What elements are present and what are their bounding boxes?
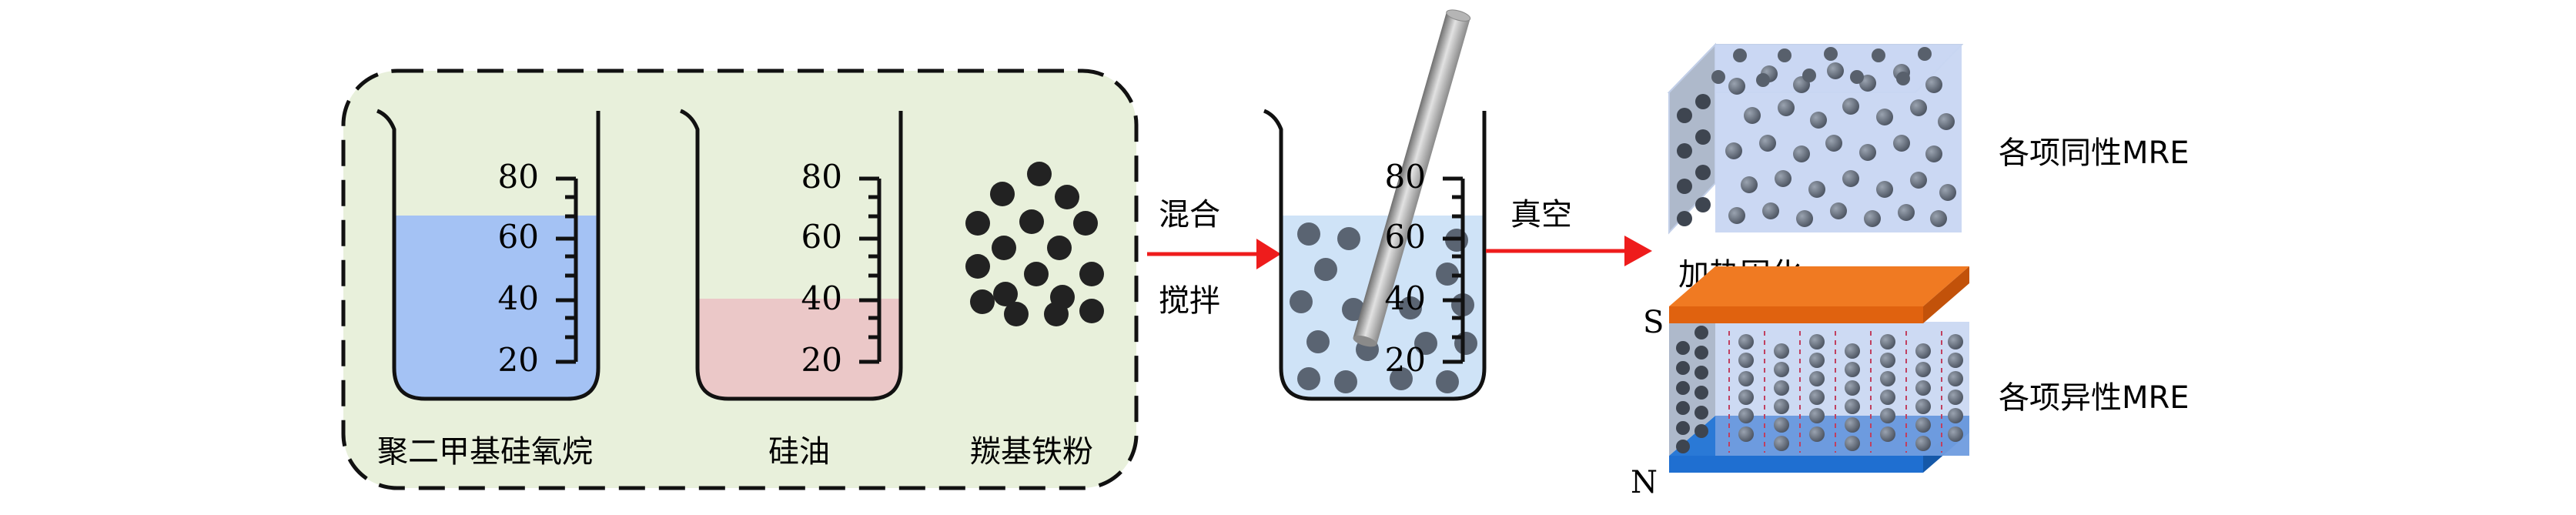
stirring-rod: [1353, 9, 1471, 347]
anisotropic-label: 各项异性MRE: [1999, 380, 2190, 416]
magnet-n-front: [1669, 456, 1923, 473]
beaker-silicone-oil-tick-20: 20: [801, 341, 842, 379]
anisotropic-mre-block: S N 各项异性MRE: [1631, 266, 2190, 500]
mixing-beaker-tick-40: 40: [1385, 279, 1426, 317]
beaker-pdms-outline: [376, 109, 601, 401]
magnet-n-label: N: [1631, 465, 1658, 500]
beaker-pdms-tick-40: 40: [498, 279, 539, 317]
mixing-beaker-tick-20: 20: [1385, 341, 1426, 379]
mixing-label-top: 混合: [1159, 197, 1220, 232]
beaker-silicone-oil-liquid: [698, 299, 901, 399]
beaker-silicone-oil-outline: [679, 109, 903, 401]
magnet-s-label: S: [1643, 305, 1664, 340]
beaker-pdms-tick-80: 80: [498, 158, 539, 196]
beaker-silicone-oil-label: 硅油: [768, 434, 830, 470]
beaker-silicone-oil-tick-80: 80: [801, 158, 842, 196]
mixing-beaker-tick-60: 60: [1385, 218, 1426, 256]
magnet-s-top: [1669, 266, 1969, 306]
magnet-s-front: [1669, 306, 1923, 323]
curing-label-top: 真空: [1510, 197, 1572, 232]
mixing-arrowhead: [1256, 239, 1281, 269]
curing-arrowhead: [1624, 236, 1652, 266]
magnetic-field-lines: [1728, 331, 1942, 453]
magnet-s-side: [1923, 266, 1969, 323]
mixing-beaker-tick-80: 80: [1385, 158, 1426, 196]
beaker-pdms-label: 聚二甲基硅氧烷: [377, 434, 593, 470]
beaker-silicone-oil-tick-40: 40: [801, 279, 842, 317]
mixing-beaker: 80 60 40 20: [1263, 9, 1487, 401]
anisotropic-particle-chains: [1676, 326, 1963, 453]
beaker-pdms-scale: [556, 176, 578, 364]
mixing-beaker-scale: [1443, 176, 1465, 364]
beaker-silicone-oil-scale: [859, 176, 882, 364]
isotropic-mre-block: 各项同性MRE: [1667, 42, 2190, 235]
materials-group: 80 60 40 20 聚二甲基硅氧烷 80: [341, 69, 1139, 490]
mixing-step: 混合 搅拌: [1147, 197, 1281, 319]
beaker-silicone-oil: 80 60 40 20 硅油: [679, 109, 903, 470]
beaker-pdms: 80 60 40 20 聚二甲基硅氧烷: [376, 109, 601, 470]
isotropic-particles: [1677, 47, 1956, 227]
beaker-pdms-liquid: [394, 216, 598, 399]
beaker-pdms-tick-60: 60: [498, 218, 539, 256]
beaker-pdms-tick-20: 20: [498, 341, 539, 379]
iron-powder-label: 羰基铁粉: [970, 434, 1093, 470]
mixing-beaker-outline: [1263, 109, 1487, 401]
beaker-silicone-oil-tick-60: 60: [801, 218, 842, 256]
iron-powder: [965, 162, 1104, 326]
mixing-label-bottom: 搅拌: [1159, 283, 1220, 319]
isotropic-label: 各项同性MRE: [1999, 135, 2190, 171]
